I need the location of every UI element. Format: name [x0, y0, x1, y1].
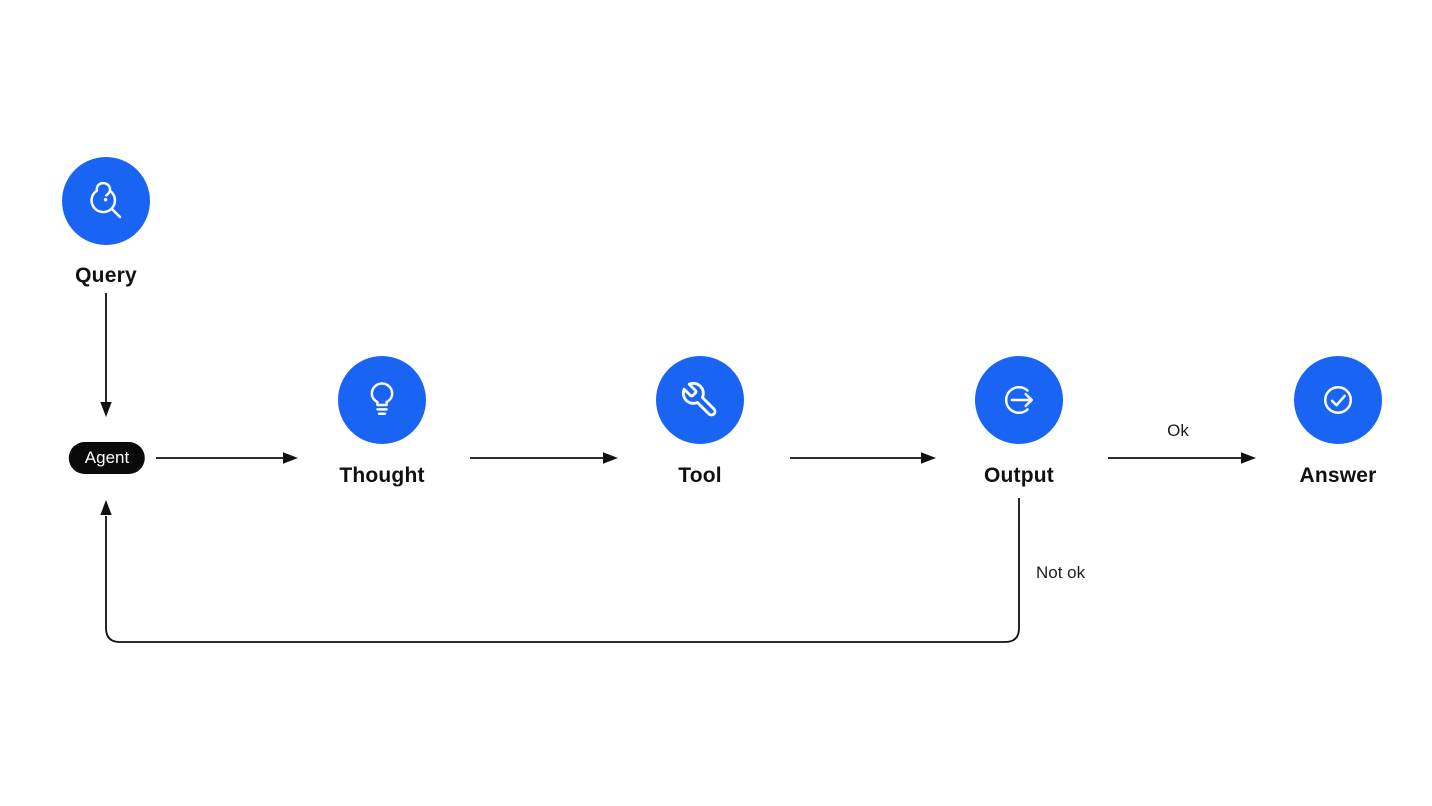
thought-circle — [338, 356, 426, 444]
edge-output-agent-loop — [100, 498, 1020, 643]
node-tool — [656, 356, 744, 444]
agent-pill: Agent — [68, 442, 146, 474]
edge-agent-thought — [156, 452, 298, 464]
wrench-icon — [681, 381, 717, 417]
edge-label-ok: Ok — [1167, 421, 1189, 440]
edge-tool-output — [790, 452, 936, 464]
thought-label: Thought — [339, 464, 425, 487]
exit-arrow-icon — [1004, 385, 1033, 415]
answer-circle — [1294, 356, 1382, 444]
answer-label: Answer — [1299, 464, 1377, 487]
edge-query-agent — [100, 293, 112, 417]
query-label: Query — [75, 264, 137, 287]
node-answer — [1294, 356, 1382, 444]
search-question-icon — [90, 181, 122, 219]
edge-thought-tool — [470, 452, 618, 464]
query-circle — [62, 157, 150, 245]
node-output — [975, 356, 1063, 444]
check-circle-icon — [1323, 385, 1353, 415]
output-label: Output — [983, 464, 1055, 487]
node-query — [62, 157, 150, 245]
lightbulb-icon — [370, 382, 394, 415]
tool-circle — [656, 356, 744, 444]
edge-label-not-ok: Not ok — [1036, 563, 1086, 582]
output-circle — [975, 356, 1063, 444]
node-thought — [338, 356, 426, 444]
edge-output-answer — [1108, 452, 1256, 464]
tool-label: Tool — [678, 464, 722, 487]
